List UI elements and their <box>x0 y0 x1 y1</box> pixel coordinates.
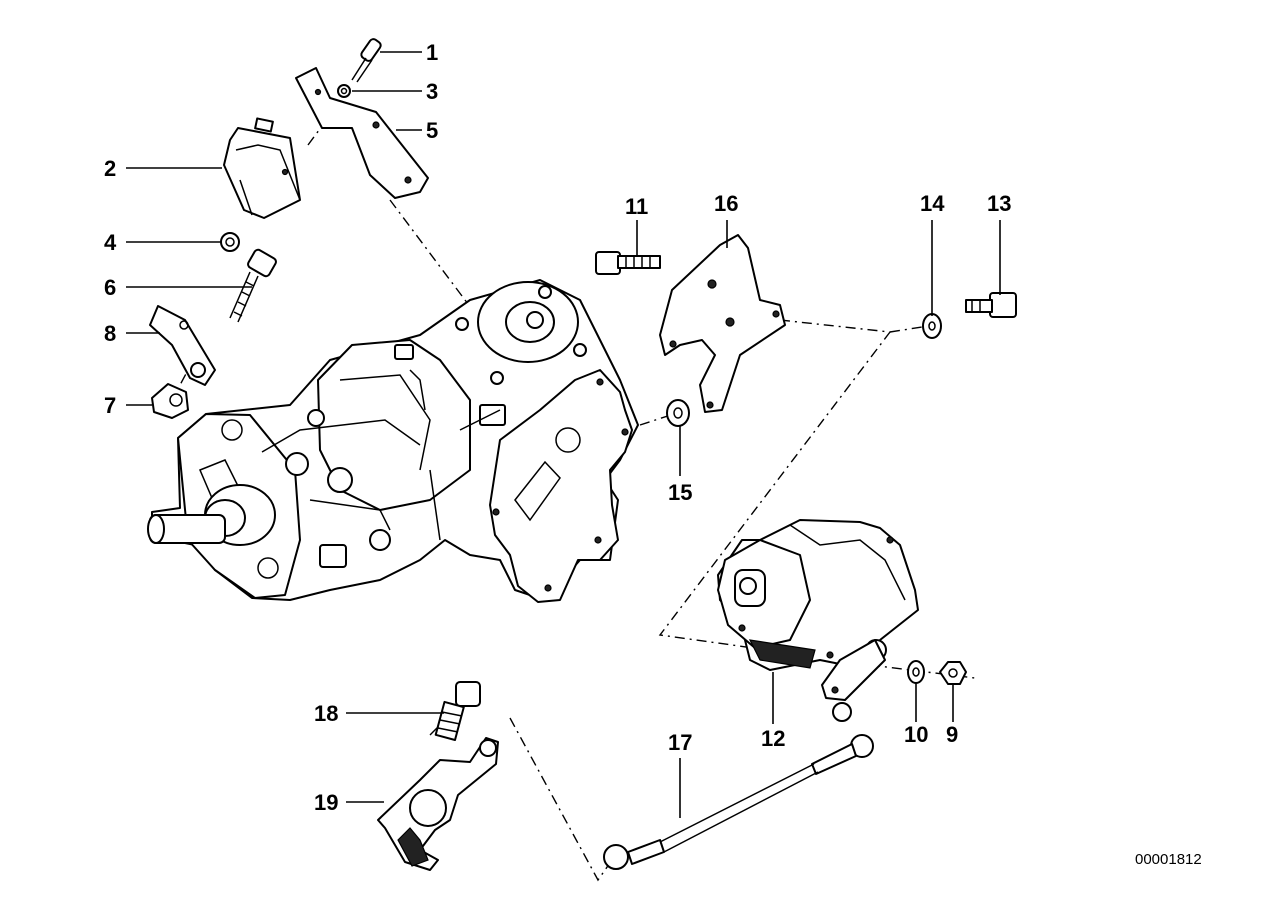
callout-8: 8 <box>104 321 116 346</box>
callout-7: 7 <box>104 393 116 418</box>
bracket-part-5 <box>295 67 429 199</box>
lever-part-19 <box>377 737 499 871</box>
callout-4: 4 <box>104 230 117 255</box>
callout-19: 19 <box>314 790 338 815</box>
callouts: 1 2 3 4 5 6 7 8 9 10 11 12 13 14 15 16 1… <box>104 40 1011 815</box>
callout-15: 15 <box>668 480 692 505</box>
nut-part-7 <box>151 383 189 419</box>
washer-part-15 <box>666 399 690 427</box>
washer-part-3 <box>337 84 351 98</box>
callout-14: 14 <box>920 191 945 216</box>
screw-part-1 <box>351 38 382 83</box>
callout-16: 16 <box>714 191 738 216</box>
lever-part-8 <box>149 305 216 386</box>
callout-1: 1 <box>426 40 438 65</box>
washer-part-10 <box>907 660 925 684</box>
injection-pump-assembly <box>147 279 639 603</box>
washer-part-14 <box>922 313 942 339</box>
bolt-part-6 <box>229 248 277 323</box>
bolt-part-11 <box>595 251 661 275</box>
callout-2: 2 <box>104 156 116 181</box>
diagram-reference-number: 00001812 <box>1135 851 1202 868</box>
nut-part-9 <box>939 661 967 685</box>
callout-3: 3 <box>426 79 438 104</box>
linkage-rod-part-17 <box>603 702 874 870</box>
callout-9: 9 <box>946 722 958 747</box>
sensor-part-12 <box>717 519 919 701</box>
bracket-part-16 <box>659 234 786 413</box>
switch-part-2 <box>223 117 301 219</box>
callout-17: 17 <box>668 730 692 755</box>
leader-lines <box>126 51 1001 818</box>
callout-13: 13 <box>987 191 1011 216</box>
callout-6: 6 <box>104 275 116 300</box>
callout-11: 11 <box>625 194 648 219</box>
bolt-part-13 <box>965 292 1017 318</box>
callout-18: 18 <box>314 701 338 726</box>
nut-part-4 <box>220 232 240 252</box>
callout-5: 5 <box>426 118 438 143</box>
callout-10: 10 <box>904 722 928 747</box>
bolt-part-18 <box>434 681 481 741</box>
callout-12: 12 <box>761 726 785 751</box>
